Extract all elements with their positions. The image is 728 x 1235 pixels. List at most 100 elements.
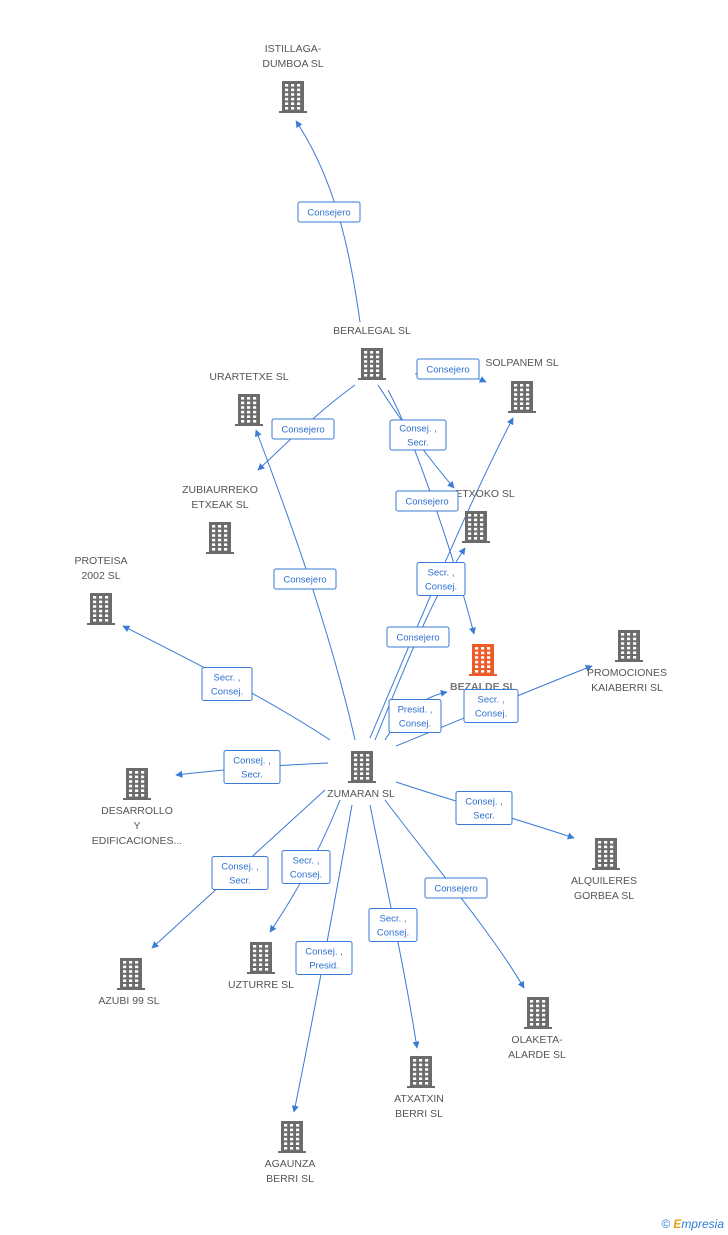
building-icon — [279, 81, 307, 113]
node-zubiaurreko[interactable]: ZUBIAURREKO ETXEAK SL — [182, 484, 258, 554]
node-beralegal[interactable]: BERALEGAL SL — [333, 325, 411, 380]
edge-label-text: Consej. — [425, 582, 457, 593]
building-icon — [358, 348, 386, 380]
brand-name: mpresia — [681, 1217, 724, 1231]
node-label: UZTURRE SL — [228, 979, 294, 991]
node-label: ZUMARAN SL — [327, 788, 395, 800]
node-label: BERRI SL — [266, 1173, 314, 1185]
node-label: ISTILLAGA- — [265, 43, 322, 55]
node-label: PROTEISA — [74, 555, 127, 567]
building-icon — [407, 1056, 435, 1088]
building-icon — [278, 1121, 306, 1153]
edge-label-beralegal-zubiaurreko[interactable]: Consejero — [271, 418, 335, 440]
edge-label-text: Presid. — [309, 961, 339, 972]
copyright-symbol: © — [661, 1217, 671, 1231]
edge-label-text: Consej. — [290, 870, 322, 881]
edge-label-text: Consej. — [399, 719, 431, 730]
edge-label-text: Consej. — [475, 709, 507, 720]
node-label: AGAUNZA — [265, 1158, 316, 1170]
building-icon — [469, 644, 497, 676]
nodes-layer: ISTILLAGA- DUMBOA SL BERALEGAL SL SOLPANEM … — [74, 43, 667, 1185]
edge-label-text: Consejero — [281, 425, 324, 436]
edge-label-box — [295, 941, 353, 975]
edge-label-text: Consejero — [434, 884, 477, 895]
edge-label-text: Secr. — [229, 876, 251, 887]
edge-label-zumaran-proteisa[interactable]: Secr. , Consej. — [201, 667, 253, 701]
edge-label-box — [281, 850, 331, 884]
node-alquileres[interactable]: ALQUILERES GORBEA SL — [571, 838, 637, 902]
node-label: ALQUILERES — [571, 875, 637, 887]
node-label: GORBEA SL — [574, 890, 634, 902]
building-icon — [508, 381, 536, 413]
node-label: DUMBOA SL — [262, 58, 323, 70]
node-label: ZUBIAURREKO — [182, 484, 258, 496]
node-label: OLAKETA- — [511, 1034, 563, 1046]
edge-label-box — [297, 201, 361, 223]
edge-label-text: Consej. , — [221, 862, 259, 873]
edge-label-box — [368, 908, 418, 942]
edge-label-box — [389, 419, 447, 451]
node-solpanem[interactable]: SOLPANEM SL — [485, 357, 559, 413]
edge-label-box — [386, 626, 450, 648]
edge-label-box — [273, 568, 337, 590]
node-uzturre[interactable]: UZTURRE SL — [228, 942, 294, 991]
node-azubi[interactable]: AZUBI 99 SL — [98, 958, 160, 1007]
edge-label-zumaran-bezalde[interactable]: Presid. ,Consej. — [388, 699, 442, 733]
edge-label-zumaran-etxoko[interactable]: Consejero — [386, 626, 450, 648]
edge-label-zumaran-agaunza[interactable]: Consej. ,Presid. — [295, 941, 353, 975]
node-label: PROMOCIONES — [587, 667, 667, 679]
edge-label-zumaran-urartetxe[interactable]: Consejero — [273, 568, 337, 590]
empresia-watermark: ©Empresia — [661, 1217, 724, 1231]
building-icon — [247, 942, 275, 974]
node-etxoko[interactable]: ETXOKO SL — [455, 488, 515, 543]
edge-label-beralegal-istillaga[interactable]: Consejero — [297, 201, 361, 223]
edge-label-zumaran-uzturre[interactable]: Secr. , Consej. — [281, 850, 331, 884]
edge-label-zumaran-azubi[interactable]: Consej. , Secr. — [211, 856, 269, 890]
node-olaketa[interactable]: OLAKETA- ALARDE SL — [508, 997, 566, 1061]
edge-label-text: Secr. — [407, 438, 429, 449]
node-label: BERRI SL — [395, 1108, 443, 1120]
edges-layer — [122, 120, 593, 1113]
edge-label-zumaran-desarrollo[interactable]: Consej. ,Secr. — [223, 750, 281, 784]
edge-label-box — [424, 877, 488, 899]
node-label: SOLPANEM SL — [485, 357, 558, 369]
edge-label-zumaran-olaketa[interactable]: Consejero — [424, 877, 488, 899]
edge-label-text: Consej. , — [399, 424, 437, 435]
node-urartetxe[interactable]: URARTETXE SL — [209, 371, 289, 426]
edge-label-text: Consejero — [307, 208, 350, 219]
edge-label-text: Secr. , — [293, 856, 320, 867]
edge-label-text: Consejero — [426, 365, 469, 376]
edge-label-zumaran-solpanem[interactable]: Secr. , Consej. — [416, 562, 466, 596]
node-label: ETXOKO SL — [455, 488, 515, 500]
node-desarrollo[interactable]: DESARROLLOYEDIFICACIONES... — [92, 768, 182, 847]
brand-initial: E — [673, 1217, 682, 1231]
node-label: Y — [133, 820, 140, 832]
edge-label-text: Consej. — [211, 687, 243, 698]
edge-label-beralegal-etxoko[interactable]: Consej. , Secr. — [389, 419, 447, 451]
edge-label-beralegal-solpanem[interactable]: Consejero — [416, 358, 480, 380]
edge-label-text: Secr. , — [428, 568, 455, 579]
building-icon — [524, 997, 552, 1029]
node-label: ETXEAK SL — [191, 499, 248, 511]
node-bezalde[interactable]: BEZALDE SL — [450, 644, 517, 693]
node-istillaga[interactable]: ISTILLAGA- DUMBOA SL — [262, 43, 324, 113]
edge-label-box — [463, 689, 519, 723]
edge-label-text: Secr. , — [478, 695, 505, 706]
node-zumaran[interactable]: ZUMARAN SL — [327, 751, 395, 800]
edge-label-zumaran-promociones[interactable]: Secr. , Consej. — [463, 689, 519, 723]
building-icon — [462, 511, 490, 543]
node-label: ALARDE SL — [508, 1049, 566, 1061]
edge-label-box — [271, 418, 335, 440]
building-icon — [117, 958, 145, 990]
node-label: BERALEGAL SL — [333, 325, 411, 337]
edge-label-text: Secr. , — [214, 673, 241, 684]
building-icon — [348, 751, 376, 783]
edge-label-zumaran-alquileres[interactable]: Consej. ,Secr. — [455, 791, 513, 825]
edge-label-beralegal-bezalde[interactable]: Consejero — [395, 490, 459, 512]
node-agaunza[interactable]: AGAUNZA BERRI SL — [265, 1121, 316, 1185]
edge-label-zumaran-atxatxin[interactable]: Secr. ,Consej. — [368, 908, 418, 942]
